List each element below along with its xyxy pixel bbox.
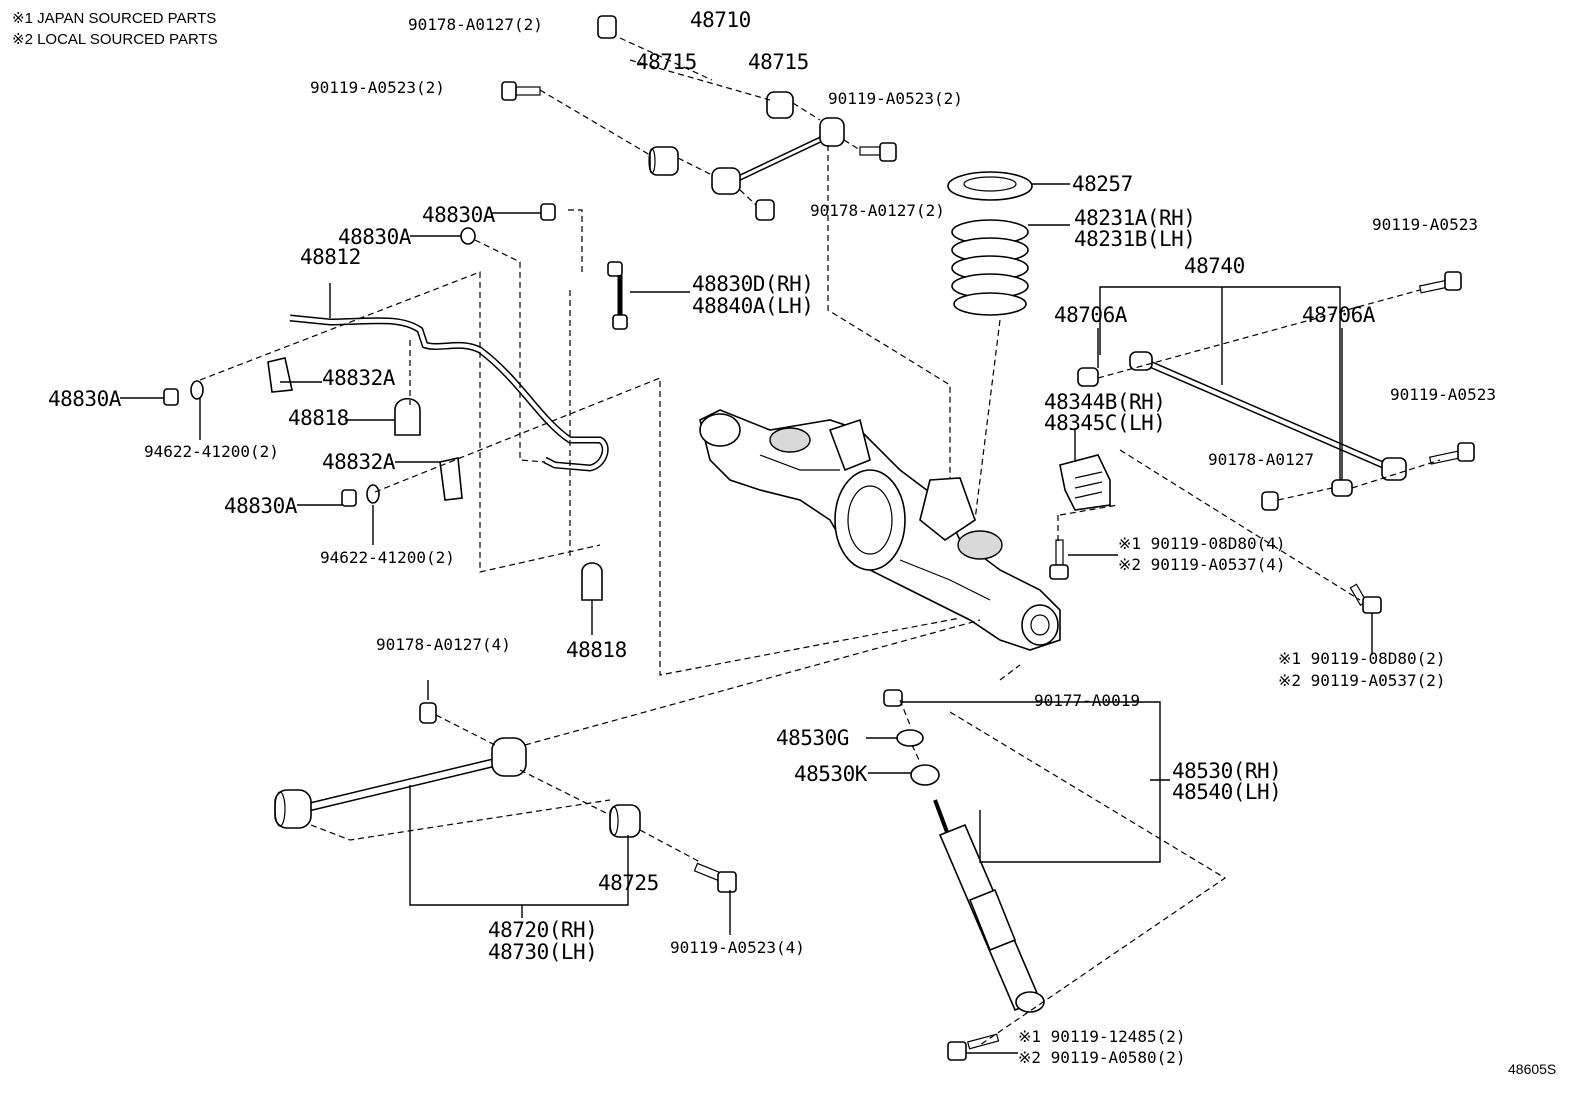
label-48530: 48530(RH) — [1172, 759, 1282, 783]
label-90178-a0127-2-top: 90178-A0127(2) — [408, 15, 543, 34]
label-90178-a0127-4: 90178-A0127(4) — [376, 635, 511, 654]
label-48231b: 48231B(LH) — [1074, 227, 1196, 251]
label-94622-1: 94622-41200(2) — [144, 442, 279, 461]
label-48830a-2: 48830A — [338, 225, 411, 249]
label-90119-a0523-top-right: 90119-A0523 — [1372, 215, 1478, 234]
label-90119-a0523-2-left: 90119-A0523(2) — [310, 78, 445, 97]
note-local-sourced: ※2 LOCAL SOURCED PARTS — [12, 31, 218, 48]
nut-90178-top — [597, 15, 617, 39]
label-90119-a0523-right: 90119-A0523 — [1390, 385, 1496, 404]
label-48540: 48540(LH) — [1172, 780, 1282, 804]
label-48812: 48812 — [300, 245, 361, 269]
label-48725: 48725 — [598, 871, 659, 895]
stabilizer-bar — [289, 283, 609, 472]
label-90119-08d80-2: ※1 90119-08D80(2) — [1278, 649, 1446, 668]
label-48818-1: 48818 — [288, 406, 349, 430]
bushing-48715-left — [648, 146, 679, 176]
label-48257: 48257 — [1072, 172, 1133, 196]
bolt-90119-left — [501, 81, 541, 101]
bump-stopper — [1059, 428, 1111, 511]
lower-control-arm — [274, 702, 737, 893]
bolts-90119-08d80 — [1049, 539, 1382, 655]
stabilizer-brackets — [267, 357, 603, 601]
label-48706a-right: 48706A — [1302, 303, 1375, 327]
label-90119-a0580: ※2 90119-A0580(2) — [1018, 1048, 1186, 1067]
label-48740: 48740 — [1184, 254, 1245, 278]
label-48344b: 48344B(RH) — [1044, 390, 1166, 414]
label-48830a-3: 48830A — [48, 387, 121, 411]
label-90178-a0127-2-mid: 90178-A0127(2) — [810, 201, 945, 220]
label-48530g: 48530G — [776, 726, 849, 750]
coil-spring-48231 — [951, 219, 1070, 316]
upper-control-arm — [711, 117, 845, 195]
nut-90178-mid — [755, 199, 775, 221]
label-48830a-1: 48830A — [422, 203, 495, 227]
label-48231a: 48231A(RH) — [1074, 206, 1196, 230]
label-48715-right: 48715 — [748, 50, 809, 74]
label-48830d: 48830D(RH) — [692, 272, 814, 296]
label-48530k: 48530K — [794, 762, 867, 786]
label-90119-a0537-4: ※2 90119-A0537(4) — [1118, 555, 1286, 574]
label-90119-a0537-2: ※2 90119-A0537(2) — [1278, 671, 1446, 690]
label-48830a-4: 48830A — [224, 494, 297, 518]
label-90119-12485: ※1 90119-12485(2) — [1018, 1027, 1186, 1046]
label-94622-2: 94622-41200(2) — [320, 548, 455, 567]
label-48730: 48730(LH) — [488, 940, 598, 964]
label-90177-a0019: 90177-A0019 — [1034, 691, 1140, 710]
lateral-rod — [1077, 271, 1475, 511]
label-90119-a0523-4: 90119-A0523(4) — [670, 938, 805, 957]
label-48345c: 48345C(LH) — [1044, 411, 1166, 435]
label-48715-left: 48715 — [636, 50, 697, 74]
label-90119-a0523-2-right: 90119-A0523(2) — [828, 89, 963, 108]
label-48710: 48710 — [690, 8, 751, 32]
bolt-90119-right — [859, 142, 897, 162]
label-48832a-2: 48832A — [322, 450, 395, 474]
label-48720: 48720(RH) — [488, 918, 598, 942]
diagram-id: 48605S — [1508, 1061, 1557, 1077]
shock-absorber — [883, 689, 1045, 1061]
leaders-stabilizer — [120, 212, 593, 635]
label-48832a-1: 48832A — [322, 366, 395, 390]
label-90178-a0127-right: 90178-A0127 — [1208, 450, 1314, 469]
spring-seat-48257 — [947, 171, 1070, 201]
label-48706a-left: 48706A — [1054, 303, 1127, 327]
label-48840a: 48840A(LH) — [692, 294, 814, 318]
note-japan-sourced: ※1 JAPAN SOURCED PARTS — [12, 10, 217, 27]
axle-housing — [699, 409, 1061, 651]
stabilizer-link — [607, 261, 690, 330]
bushing-48715-right — [766, 91, 794, 119]
label-48818-2: 48818 — [566, 638, 627, 662]
label-90119-08d80-4: ※1 90119-08D80(4) — [1118, 534, 1286, 553]
